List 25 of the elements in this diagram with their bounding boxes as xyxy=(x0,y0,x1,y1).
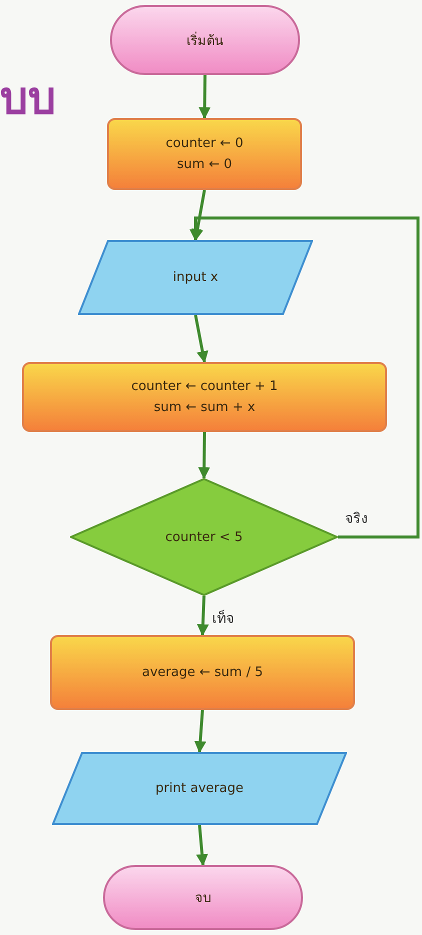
arrow xyxy=(192,190,206,242)
node-text: sum ← sum + x xyxy=(154,400,256,415)
node-text: counter ← counter + 1 xyxy=(131,379,278,394)
node-text: เริ่มต้น xyxy=(186,30,224,50)
input-output-parallelogram xyxy=(52,752,347,825)
node-text: counter ← 0 xyxy=(166,136,244,151)
heading-fragment: บบ xyxy=(0,72,56,126)
arrow xyxy=(198,432,210,480)
process-box xyxy=(50,635,355,710)
node-text: จบ xyxy=(195,890,211,908)
process-box xyxy=(107,118,302,190)
node-text: counter < 5 xyxy=(165,530,243,544)
decision-diamond xyxy=(70,478,338,596)
arrow xyxy=(194,710,206,754)
arrow xyxy=(196,596,209,636)
arrow xyxy=(194,314,208,364)
node-text: sum ← 0 xyxy=(176,157,232,172)
input-output-parallelogram xyxy=(78,240,313,315)
arrow xyxy=(190,216,420,538)
arrow xyxy=(198,74,211,120)
node-text: print average xyxy=(156,781,244,796)
arrow xyxy=(196,824,208,866)
node-text: average ← sum / 5 xyxy=(142,665,263,680)
process-box xyxy=(22,362,387,432)
node-text: input x xyxy=(172,270,218,285)
